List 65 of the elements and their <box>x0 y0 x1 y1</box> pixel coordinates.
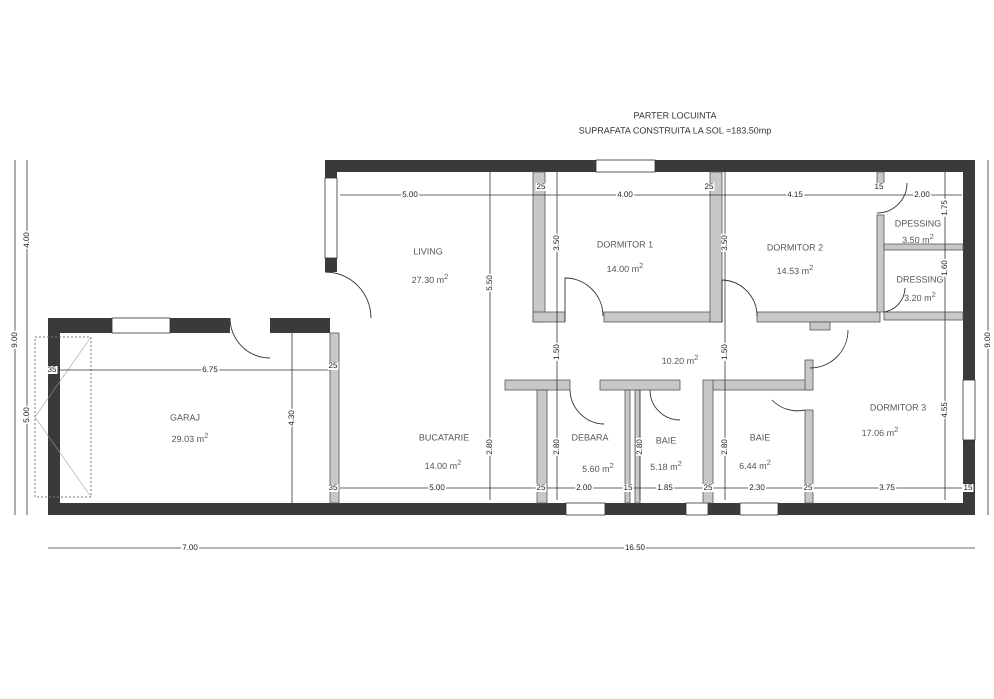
room-label: BAIE <box>750 434 770 442</box>
dimension-label: 25 <box>704 183 714 191</box>
dimension-label: 35 <box>46 366 58 374</box>
dimension-label: 9.00 <box>984 331 992 349</box>
dimension-label: 1.50 <box>721 343 729 361</box>
room-label: GARAJ <box>170 414 200 422</box>
dimension-label: 5.50 <box>486 274 494 292</box>
dimension-label: 4.30 <box>288 409 296 427</box>
dimension-label: 7.00 <box>181 544 199 552</box>
dimension-label: 4.55 <box>941 401 949 419</box>
room-label: DORMITOR 2 <box>766 244 824 252</box>
dimension-label: 25 <box>702 484 714 492</box>
room-label: DORMITOR 1 <box>596 240 654 250</box>
dimension-label: 2.80 <box>721 438 729 456</box>
room-label: 27.30 m$^{2}$ <box>412 273 448 285</box>
room-label: BAIE <box>656 436 676 446</box>
dimension-label: 2.00 <box>913 191 931 199</box>
dimension-label: 15 <box>622 484 634 492</box>
dimension-label: 25 <box>802 484 814 492</box>
room-label: 14.00 m$^{2}$ <box>424 459 462 471</box>
dimension-label: 15 <box>874 183 884 191</box>
room-label: 5.60 m$^{2}$ <box>582 462 614 474</box>
dimension-label: 5.00 <box>401 191 419 199</box>
room-label: DPESSING <box>894 220 942 228</box>
dimension-label: 2.00 <box>575 484 593 492</box>
dimension-label: 5.00 <box>428 484 446 492</box>
dimension-label: 2.30 <box>748 484 766 492</box>
room-label: DORMITOR 3 <box>870 404 926 412</box>
dimension-label: 4.00 <box>23 231 31 249</box>
room-label: 6.44 m$^{2}$ <box>739 459 771 471</box>
dimension-label: 9.00 <box>11 331 19 349</box>
dimension-label: 4.15 <box>786 191 804 199</box>
room-label: DRESSING <box>896 276 944 284</box>
dimension-label: 3.75 <box>878 484 896 492</box>
dimension-label: 15 <box>962 484 974 492</box>
dimension-label: 1.85 <box>656 484 674 492</box>
dimension-label: 16.50 <box>624 544 646 552</box>
dimension-label: 6.75 <box>201 366 219 374</box>
room-label: 14.53 m$^{2}$ <box>776 264 814 276</box>
room-label: DEBARA <box>572 434 608 442</box>
room-label: 5.18 m$^{2}$ <box>650 460 682 472</box>
room-label: 14.00 m$^{2}$ <box>606 262 644 274</box>
room-label: 29.03 m$^{2}$ <box>172 432 208 444</box>
dimension-label: 35 <box>328 484 338 492</box>
dimension-label: 5.00 <box>23 406 31 424</box>
dimension-label: 2.80 <box>553 438 561 456</box>
dimension-label: 3.50 <box>553 234 561 252</box>
dimension-label: 1.75 <box>941 199 949 217</box>
dimension-label: 2.80 <box>486 438 494 456</box>
plan-title: PARTER LOCUINTA <box>634 112 716 120</box>
room-label: LIVING <box>413 248 443 256</box>
dimension-label: 1.50 <box>553 343 561 361</box>
dimension-label: 4.00 <box>616 191 634 199</box>
dimension-label: 25 <box>536 484 546 492</box>
room-label: 3.20 m$^{2}$ <box>904 291 936 303</box>
dimension-label: 2.80 <box>636 438 644 456</box>
room-label: 17.06 m$^{2}$ <box>862 426 898 438</box>
dimension-label: 25 <box>536 183 546 191</box>
room-label: BUCATARIE <box>418 434 470 442</box>
dimension-label: 1.60 <box>941 259 949 277</box>
plan-subtitle: SUPRAFATA CONSTRUITA LA SOL =183.50mp <box>578 126 772 136</box>
dimension-label: 3.50 <box>721 234 729 252</box>
room-label: 3.50 m$^{2}$ <box>902 233 934 245</box>
dimension-label: 25 <box>328 362 338 370</box>
room-label: 10.20 m$^{2}$ <box>662 354 698 366</box>
